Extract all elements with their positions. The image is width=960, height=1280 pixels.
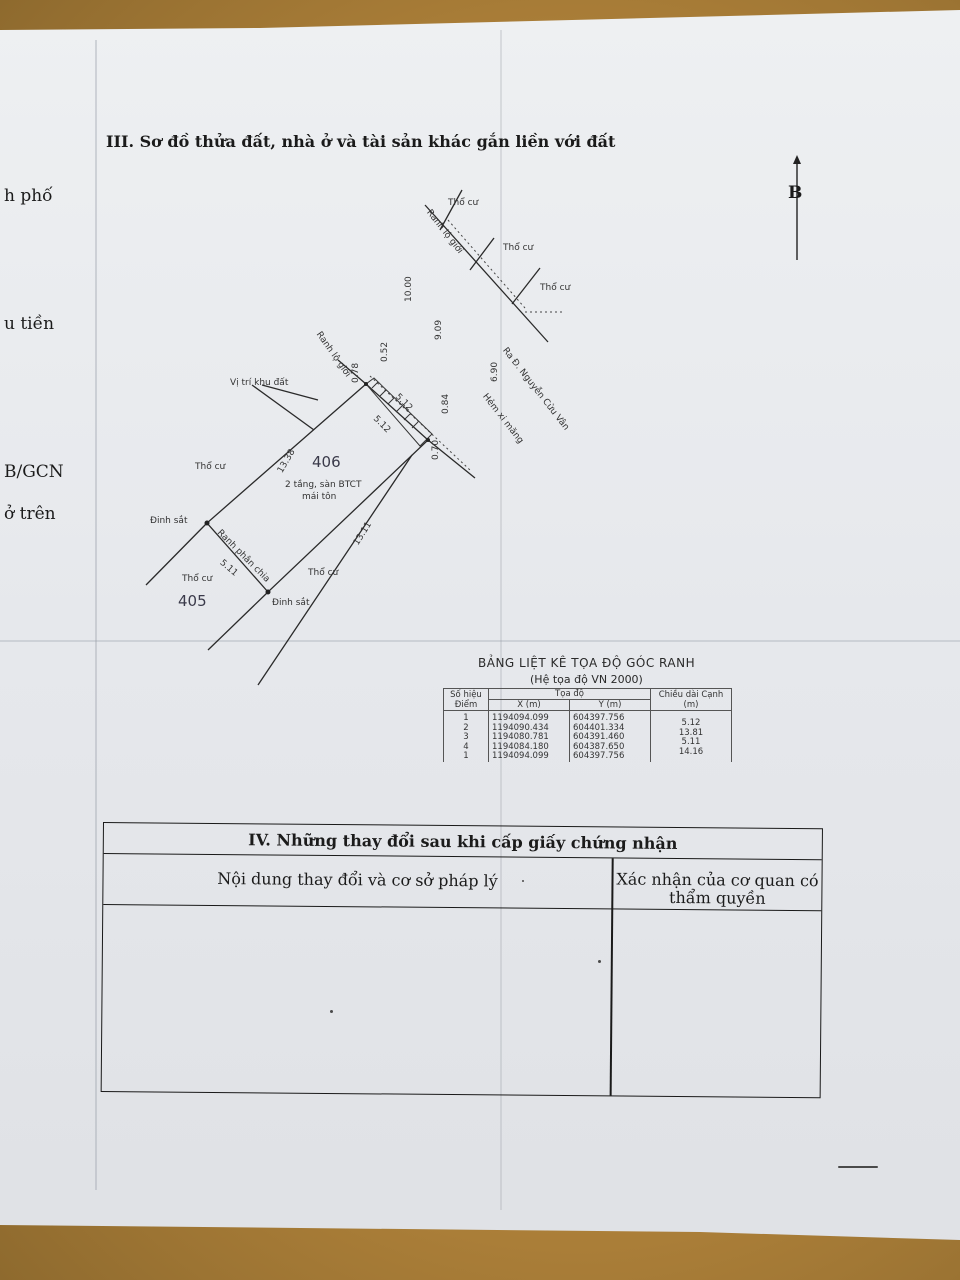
section-4-table: IV. Những thay đổi sau khi cấp giấy chứn… (100, 822, 823, 1099)
left-fragment: B/GCN (4, 462, 64, 482)
coord-table-title: BẢNG LIỆT KÊ TỌA ĐỘ GÓC RANH (478, 656, 696, 670)
section-4-col2-header: Xác nhận của cơ quan có thẩm quyền (616, 869, 819, 908)
map-label: Thổ cư (195, 462, 226, 472)
left-fragment: ở trên (4, 504, 56, 524)
point-id: 1 (463, 713, 469, 723)
header-y: Y (m) (569, 699, 651, 711)
section-4-header-row: Nội dung thay đổi và cơ sở pháp lý Xác n… (103, 854, 822, 912)
parcel-number: 406 (312, 453, 341, 471)
length-value: 14.16 (678, 746, 704, 757)
length-value: 5.12 (681, 718, 701, 729)
x-value: 1194094.099 (492, 751, 549, 761)
point-id: 1 (463, 751, 469, 761)
map-label: Vị trí khu đất (230, 378, 289, 388)
length-value: 13.81 (678, 727, 704, 738)
map-label: Thổ cư (308, 568, 339, 578)
dimension-label: 0.52 (380, 341, 390, 362)
header-coord: Tọa độ (488, 688, 651, 700)
dimension-label: 0.84 (441, 393, 451, 414)
north-arrow-icon (793, 155, 801, 260)
length-value: 5.11 (681, 737, 701, 748)
x-value: 1194090.434 (492, 722, 549, 733)
print-speck (330, 1010, 333, 1013)
y-value: 604397.756 (573, 713, 625, 723)
dimension-label: 0.78 (351, 362, 361, 383)
dimension-label: 0.70 (431, 439, 441, 460)
paper-fold (500, 30, 502, 1210)
paper-fold (0, 640, 960, 642)
x-value: 1194080.781 (492, 732, 549, 742)
point-id: 4 (463, 741, 469, 752)
parcel-number-below: 405 (178, 592, 207, 610)
header-length: Chiều dài Cạnh (m) (650, 688, 732, 711)
section-4-col1-header: Nội dung thay đổi và cơ sở pháp lý (217, 868, 498, 891)
north-label: B (788, 183, 803, 203)
map-label: Đinh sắt (150, 516, 188, 526)
left-fragment: u tiền (4, 314, 55, 334)
building-desc: 2 tầng, sàn BTCT (285, 480, 362, 490)
map-label: Thổ cư (503, 243, 534, 253)
point-id: 2 (463, 722, 469, 733)
dimension-label: 6.90 (490, 361, 500, 382)
y-value: 604391.460 (573, 732, 625, 742)
paper-fold (95, 40, 97, 1190)
print-speck (598, 960, 601, 963)
y-value: 604387.650 (573, 741, 625, 752)
north-arrow: B (786, 155, 816, 269)
x-value: 1194094.099 (492, 713, 549, 723)
coord-table: Số hiệu Điểm Tọa độ Chiều dài Cạnh (m) X… (443, 688, 732, 762)
header-point: Số hiệu Điểm (443, 688, 489, 711)
coord-table-subtitle: (Hệ tọa độ VN 2000) (530, 673, 643, 686)
point-id: 3 (463, 732, 469, 742)
header-x: X (m) (488, 699, 570, 711)
map-label: Thổ cư (540, 283, 571, 293)
map-label: Thổ cư (448, 198, 479, 208)
section-3-title: III. Sơ đồ thửa đất, nhà ở và tài sản kh… (106, 132, 616, 151)
x-value: 1194084.180 (492, 741, 549, 752)
dimension-label: 9.09 (434, 319, 444, 340)
print-speck (522, 880, 524, 882)
map-label: Thổ cư (182, 574, 213, 584)
y-value: 604401.334 (573, 722, 625, 733)
map-label: Đinh sắt (272, 598, 310, 608)
print-speck (838, 1166, 878, 1168)
y-value: 604397.756 (573, 751, 625, 761)
dimension-label: 10.00 (404, 276, 414, 302)
building-desc: mái tôn (302, 492, 337, 502)
left-fragment: h phố (4, 186, 53, 206)
